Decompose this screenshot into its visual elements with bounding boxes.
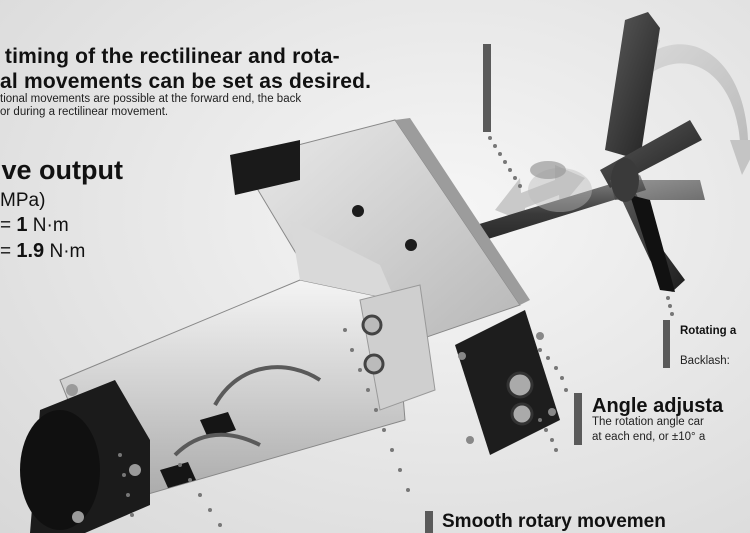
rotating-label: Rotating a	[680, 325, 737, 337]
impeller	[600, 12, 705, 292]
leader-dots	[118, 136, 674, 527]
angle-adjust-heading: Angle adjusta	[592, 395, 724, 417]
backlash-label: Backlash:	[680, 355, 730, 367]
angle-adjust-description-line1: The rotation angle car	[592, 416, 704, 428]
collar	[528, 168, 592, 212]
drive-pressure-unit: MPa)	[0, 190, 46, 211]
drive-output-heading: ive output	[0, 155, 123, 185]
rotating-accent-bar	[663, 320, 670, 368]
angle-adjust-description-line2: at each end, or ±10° a	[592, 431, 706, 443]
timing-heading-line2: nal movements can be set as desired.	[0, 70, 372, 93]
smooth-rotary-heading: Smooth rotary movemen	[442, 511, 666, 532]
timing-accent-bar	[483, 44, 491, 132]
rotary-body	[230, 118, 560, 455]
timing-description-line1: tional movements are possible at the for…	[0, 93, 302, 105]
timing-description: tional movements are possible at the for…	[0, 93, 301, 119]
drive-output-value-1: = 1 N·m	[0, 214, 69, 236]
smooth-accent-bar	[425, 511, 433, 533]
timing-heading-line1: e timing of the rectilinear and rota-	[0, 45, 340, 68]
timing-description-line2: or during a rectilinear movement.	[0, 106, 169, 118]
drive-output-value-2: = 1.9 N·m	[0, 240, 86, 262]
timing-heading: e timing of the rectilinear and rota- na…	[0, 44, 371, 94]
linear-cylinder	[20, 220, 436, 533]
linear-arrow-icon	[495, 165, 585, 222]
angle-accent-bar	[574, 393, 582, 445]
shaft	[440, 175, 646, 252]
